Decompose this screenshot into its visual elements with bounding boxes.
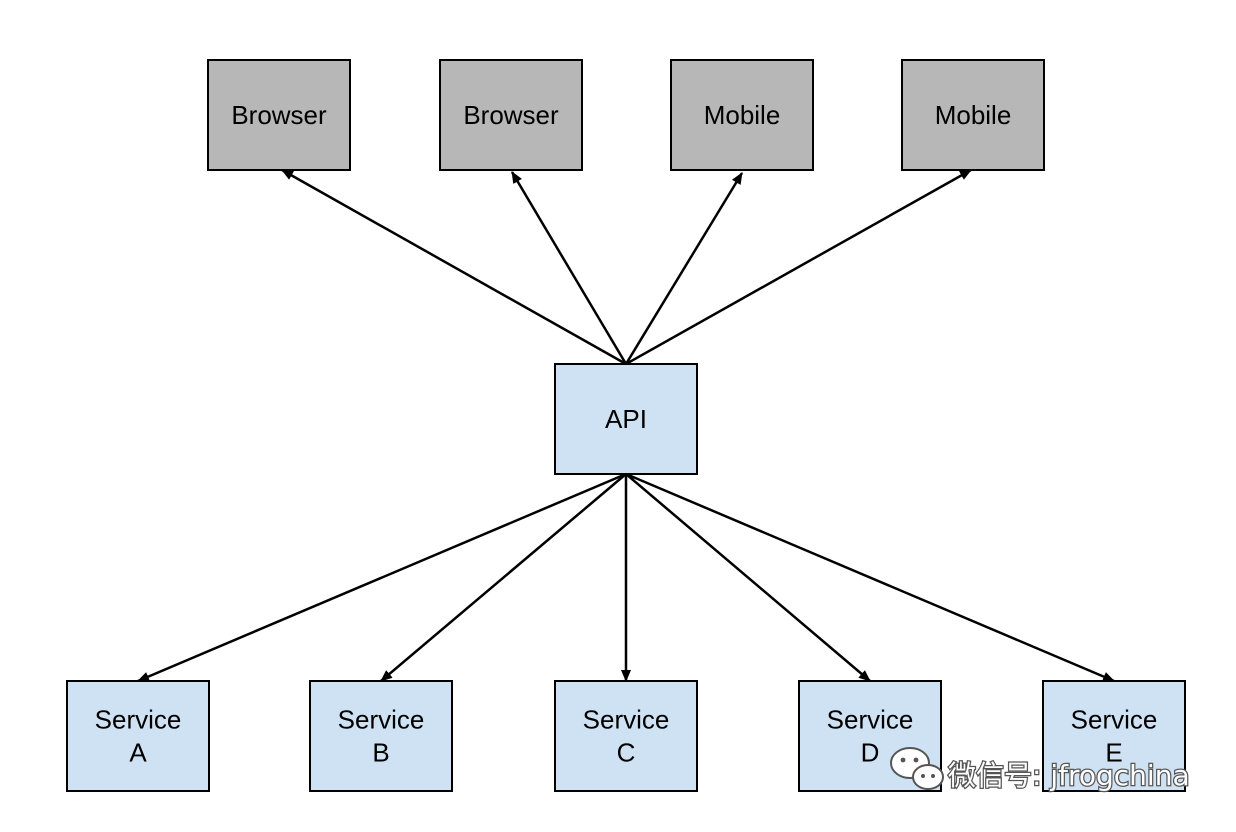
edge-api-to-browser-2 (510, 171, 628, 365)
watermark-text: 微信号: jfrogchina (948, 759, 1190, 792)
node-browser-1: Browser (207, 59, 351, 171)
node-box-service-c (554, 680, 698, 792)
node-label-service-b-line-2: B (372, 738, 389, 768)
node-box-api (554, 363, 698, 475)
node-browser-2: Browser (439, 59, 583, 171)
node-label-service-e-line-2: E (1105, 738, 1122, 768)
watermark: 微信号: jfrogchina (890, 747, 1191, 793)
node-label-browser-2: Browser (463, 100, 559, 130)
edges (137, 168, 1115, 683)
node-box-service-a (66, 680, 210, 792)
edge-api-to-browser-1 (281, 168, 627, 366)
edge-api-to-mobile-2 (625, 168, 972, 366)
node-label-service-a-line-1: Service (95, 705, 182, 735)
edge-api-to-mobile-1 (624, 172, 744, 365)
node-label-service-b-line-1: Service (338, 705, 425, 735)
node-box-service-e (1042, 680, 1186, 792)
edge-api-to-service-e (625, 472, 1115, 683)
node-mobile-1: Mobile (670, 59, 814, 171)
wechat-icon (890, 747, 944, 790)
node-label-service-c-line-2: C (617, 738, 636, 768)
node-label-service-a-line-2: A (129, 738, 147, 768)
edge-api-to-service-a (137, 472, 627, 683)
node-label-mobile-2: Mobile (935, 100, 1012, 130)
node-box-mobile-1 (670, 59, 814, 171)
node-box-service-b (309, 680, 453, 792)
edge-api-to-service-d (625, 473, 871, 682)
node-box-browser-2 (439, 59, 583, 171)
edge-api-to-service-b (380, 473, 627, 682)
node-label-service-d-line-2: D (861, 738, 880, 768)
node-label-service-e-line-1: Service (1071, 705, 1158, 735)
node-mobile-2: Mobile (901, 59, 1045, 171)
node-label-mobile-1: Mobile (704, 100, 781, 130)
node-label-service-c-line-1: Service (583, 705, 670, 735)
node-label-api: API (605, 404, 647, 434)
node-api: API (554, 363, 698, 475)
node-box-mobile-2 (901, 59, 1045, 171)
node-label-service-d-line-1: Service (827, 705, 914, 735)
node-box-browser-1 (207, 59, 351, 171)
node-label-browser-1: Browser (231, 100, 327, 130)
